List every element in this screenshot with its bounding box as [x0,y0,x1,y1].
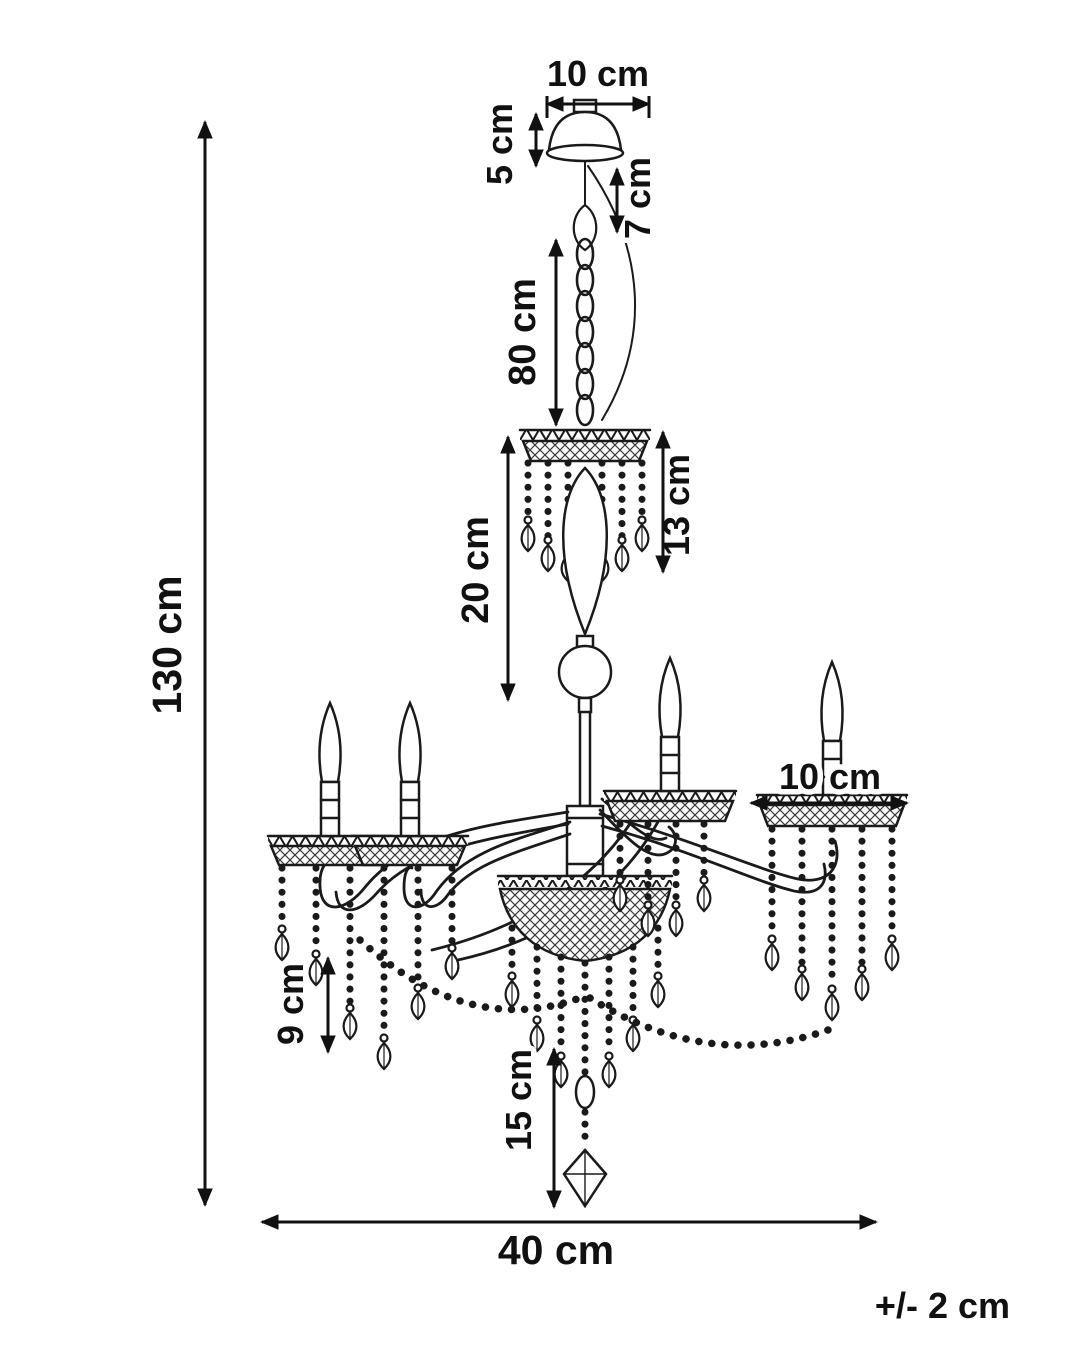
dim-column: 20 cm [450,435,516,702]
dim-side-drop: 9 cm [265,956,336,1054]
dim-canopy-width: 10 cm [541,48,655,118]
dim-label-bottom-drop: 15 cm [498,1049,539,1151]
crown-bobeche [518,428,652,583]
dim-label-side-drop: 9 cm [270,963,311,1045]
chandelier-drawing [266,98,909,1209]
dim-label-column: 20 cm [455,516,497,624]
dim-label-total-width: 40 cm [498,1227,614,1273]
dim-total-width: 40 cm [260,1214,878,1279]
bottom-finial [562,959,608,1209]
dish-right-inner [602,789,738,823]
hanging-chain [572,160,637,427]
arms [318,790,839,962]
dim-label-total-height: 130 cm [144,575,190,714]
dim-canopy-height: 5 cm [474,97,544,191]
candle [658,656,682,793]
center-stem [565,708,605,878]
dim-hanger: 7 cm [609,151,664,245]
dim-crown-fringe: 13 cm [651,430,703,574]
dim-label-canopy-width: 10 cm [547,53,649,94]
dim-label-arm-dish-width: 10 cm [779,756,881,797]
tolerance-note: +/- 2 cm [875,1285,1010,1326]
dish-left-inner [350,834,470,867]
candle [398,701,422,838]
dim-label-hanger: 7 cm [617,157,658,239]
candle [318,701,342,838]
dish-right-outer [755,793,909,828]
dim-arm-dish-width: 10 cm [749,751,909,811]
dim-label-canopy-height: 5 cm [479,103,520,185]
dim-bottom-drop: 15 cm [493,1043,562,1209]
baluster-column [557,466,613,714]
dim-total-height: 130 cm [139,120,213,1207]
bead-swags [356,936,832,1049]
dim-chain: 80 cm [497,238,564,427]
ceiling-canopy [545,98,625,163]
dim-label-chain: 80 cm [502,278,544,386]
